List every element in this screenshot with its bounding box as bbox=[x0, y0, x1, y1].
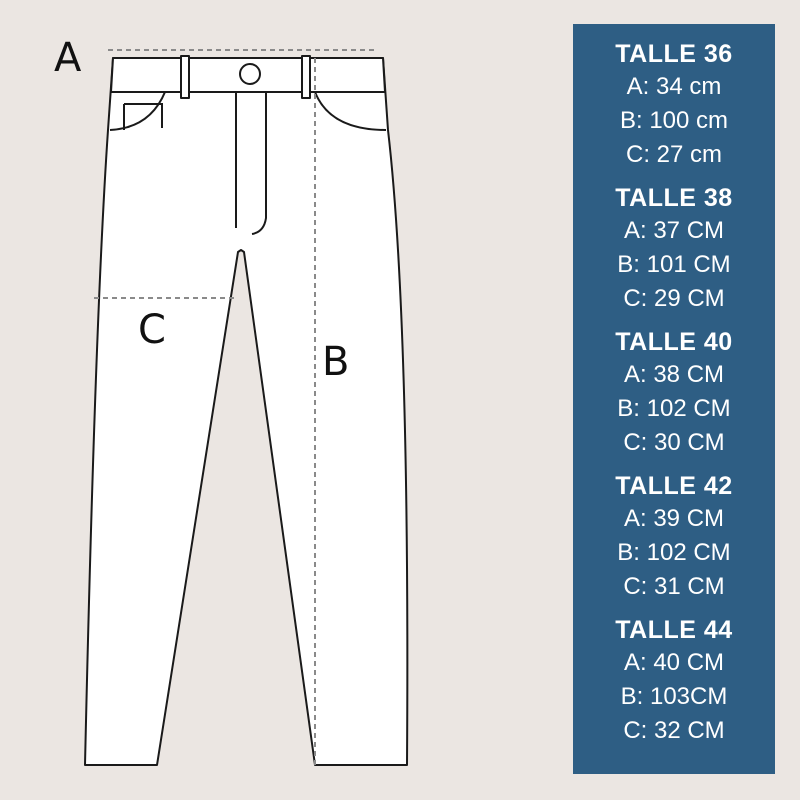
measure-label-b: B bbox=[322, 339, 350, 385]
pants-diagram bbox=[84, 49, 409, 766]
size-title: TALLE 40 bbox=[615, 328, 733, 356]
pants-outline bbox=[84, 57, 409, 766]
size-block-42: TALLE 42 A: 39 CM B: 102 CM C: 31 CM bbox=[573, 470, 775, 604]
size-measure-a: A: 39 CM bbox=[623, 505, 725, 532]
size-title: TALLE 42 bbox=[615, 472, 733, 500]
size-chart-panel: TALLE 36 A: 34 cm B: 100 cm C: 27 cm TAL… bbox=[573, 24, 775, 774]
size-block-36: TALLE 36 A: 34 cm B: 100 cm C: 27 cm bbox=[573, 38, 775, 172]
size-measure-a: A: 38 CM bbox=[623, 361, 725, 388]
coin-pocket bbox=[123, 103, 163, 130]
fly-stitching bbox=[235, 92, 267, 235]
size-measure-a: A: 40 CM bbox=[623, 649, 725, 676]
left-pocket bbox=[109, 91, 166, 131]
size-block-44: TALLE 44 A: 40 CM B: 103CM C: 32 CM bbox=[573, 614, 775, 748]
measure-label-c: C bbox=[138, 307, 166, 353]
button-icon bbox=[239, 63, 261, 85]
size-measure-c: C: 32 CM bbox=[623, 717, 725, 744]
size-block-40: TALLE 40 A: 38 CM B: 102 CM C: 30 CM bbox=[573, 326, 775, 460]
belt-loop-right bbox=[301, 55, 311, 99]
size-block-38: TALLE 38 A: 37 CM B: 101 CM C: 29 CM bbox=[573, 182, 775, 316]
size-measure-a: A: 37 CM bbox=[623, 217, 725, 244]
right-pocket bbox=[314, 91, 387, 131]
size-title: TALLE 38 bbox=[615, 184, 733, 212]
size-measure-b: B: 101 CM bbox=[617, 251, 731, 278]
size-measure-c: C: 29 CM bbox=[623, 285, 725, 312]
size-measure-b: B: 103CM bbox=[620, 683, 728, 710]
size-title: TALLE 36 bbox=[615, 40, 733, 68]
size-measure-c: C: 30 CM bbox=[623, 429, 725, 456]
size-title: TALLE 44 bbox=[615, 616, 733, 644]
size-measure-c: C: 27 cm bbox=[625, 141, 723, 168]
size-measure-a: A: 34 cm bbox=[626, 73, 722, 100]
size-measure-c: C: 31 CM bbox=[623, 573, 725, 600]
size-measure-b: B: 102 CM bbox=[617, 395, 731, 422]
measure-label-a: A bbox=[54, 35, 82, 81]
size-measure-b: B: 100 cm bbox=[619, 107, 729, 134]
belt-loop-left bbox=[180, 55, 190, 99]
size-measure-b: B: 102 CM bbox=[617, 539, 731, 566]
